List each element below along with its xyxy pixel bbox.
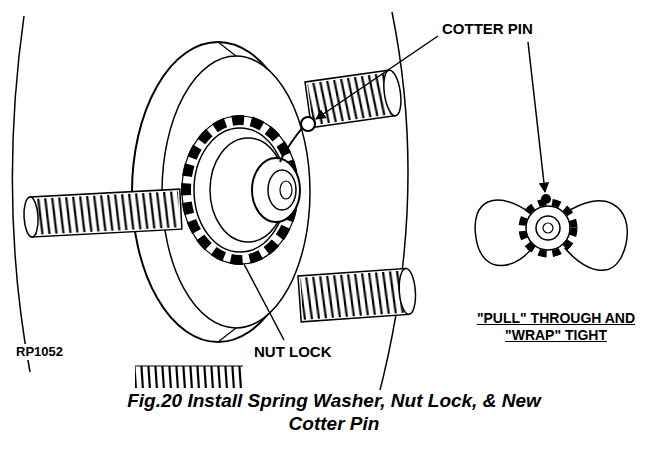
cotter-pin (280, 117, 315, 162)
leader-line (244, 264, 284, 340)
part-label: COTTER PIN (440, 20, 535, 38)
wheel-stud (23, 189, 182, 237)
wheel-stud (135, 366, 243, 388)
figure-id: RP1052 (14, 344, 65, 360)
part-label: NUT LOCK (252, 343, 334, 361)
instruction-note: "PULL" THROUGH AND "WRAP" TIGHT (474, 310, 638, 344)
spindle-end (252, 158, 300, 222)
drum-edge (12, 16, 30, 372)
leader-line (528, 42, 545, 192)
cotter-pin-detail (475, 194, 627, 270)
hub-face (162, 56, 310, 328)
wheel-stud (305, 69, 403, 127)
leader-line (316, 36, 438, 119)
wheel-stud (298, 268, 417, 322)
figure-caption: Fig.20 Install Spring Washer, Nut Lock, … (112, 390, 556, 436)
